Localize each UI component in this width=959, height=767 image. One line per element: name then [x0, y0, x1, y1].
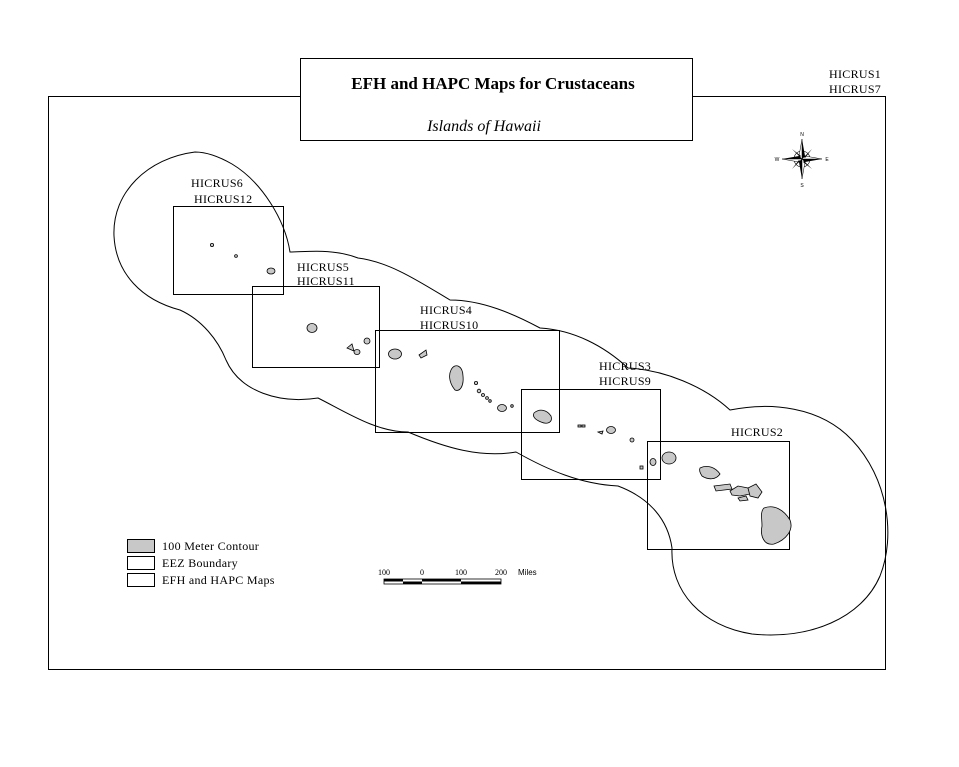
scale-unit: Miles	[518, 568, 537, 577]
box-label-hicrus6: HICRUS6	[191, 176, 243, 190]
legend-swatch-contour	[127, 539, 155, 553]
legend-label-eez: EEZ Boundary	[162, 556, 238, 570]
map-box-hicrus3[interactable]	[521, 389, 661, 480]
compass-w: W	[775, 157, 780, 163]
map-title: EFH and HAPC Maps for Crustaceans	[351, 74, 635, 93]
scale-tick-2: 100	[455, 568, 467, 577]
eez-boundary	[113, 151, 889, 636]
legend-swatch-maps	[127, 573, 155, 587]
compass-s: S	[800, 183, 804, 189]
title-box	[300, 58, 693, 141]
map-box-hicrus4[interactable]	[375, 330, 560, 433]
legend-swatch-eez	[127, 556, 155, 570]
box-label-hicrus11: HICRUS11	[297, 274, 355, 288]
box-label-hicrus9: HICRUS9	[599, 374, 651, 388]
scale-tick-0: 100	[378, 568, 390, 577]
islands	[209, 242, 792, 545]
compass-n: N	[800, 132, 804, 138]
box-label-hicrus12: HICRUS12	[194, 192, 252, 206]
box-label-hicrus5: HICRUS5	[297, 260, 349, 274]
map-frame	[48, 96, 886, 670]
corner-label-2: HICRUS7	[829, 82, 881, 96]
map-subtitle: Islands of Hawaii	[426, 118, 541, 135]
compass-icon: N S E W	[775, 132, 830, 189]
legend-label-contour: 100 Meter Contour	[162, 539, 259, 553]
scale-tick-1: 0	[420, 568, 424, 577]
corner-label-1: HICRUS1	[829, 67, 881, 81]
map-box-hicrus6[interactable]	[173, 206, 284, 295]
scale-tick-3: 200	[495, 568, 507, 577]
map-box-hicrus2[interactable]	[647, 441, 790, 550]
scale-bar: 100 0 100 200 Miles	[378, 568, 537, 585]
box-label-hicrus3: HICRUS3	[599, 359, 651, 373]
box-label-hicrus10: HICRUS10	[420, 318, 478, 332]
box-label-hicrus2: HICRUS2	[731, 425, 783, 439]
map-box-hicrus5[interactable]	[252, 286, 380, 368]
legend-label-maps: EFH and HAPC Maps	[162, 573, 275, 587]
box-label-hicrus4: HICRUS4	[420, 303, 472, 317]
compass-e: E	[825, 157, 829, 163]
legend: 100 Meter Contour EEZ Boundary EFH and H…	[127, 539, 275, 587]
